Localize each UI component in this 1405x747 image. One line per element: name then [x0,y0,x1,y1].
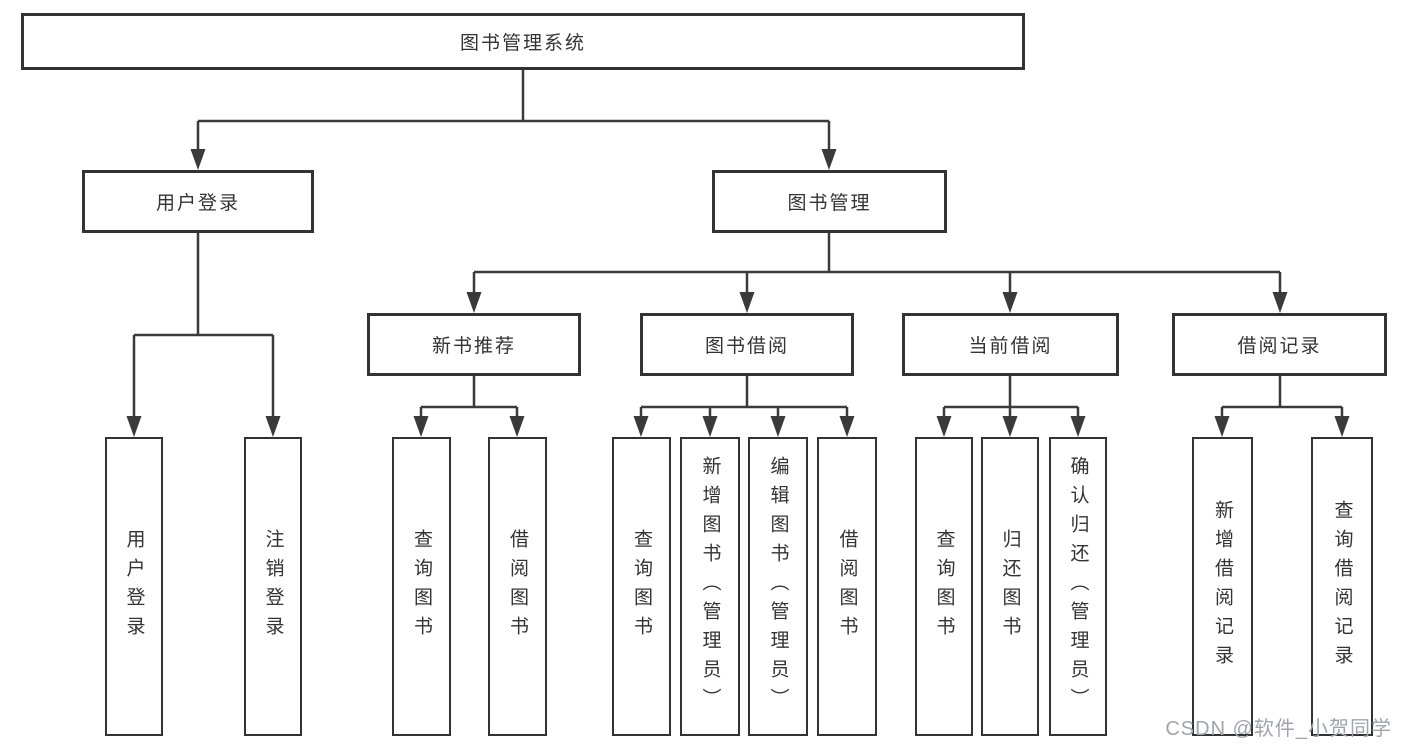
node-leaf-return-books: 归还图书 [981,437,1039,736]
node-label: 借阅图书 [507,528,528,645]
node-label: 借阅图书 [836,528,858,645]
node-leaf-edit-book-admin: 编辑图书（管理员） [748,437,808,736]
node-label: 图书借阅 [704,336,789,357]
node-label: 编辑图书（管理员） [767,456,789,717]
node-label: 归还图书 [999,528,1021,645]
node-label: 查询图书 [411,528,432,645]
node-borrowing-records: 借阅记录 [1172,313,1387,376]
node-user-login: 用户登录 [82,170,314,233]
node-current-borrowing: 当前借阅 [902,313,1119,376]
node-leaf-query-borrow-record: 查询借阅记录 [1311,437,1373,736]
node-leaf-query-books-3: 查询图书 [915,437,973,736]
node-label: 用户登录 [155,193,240,214]
node-label: 新书推荐 [431,336,516,357]
node-leaf-add-book-admin: 新增图书（管理员） [680,437,740,736]
node-library-system: 图书管理系统 [21,13,1025,70]
node-label: 图书管理系统 [459,33,586,54]
node-label: 查询图书 [631,528,652,645]
node-label: 借阅记录 [1237,336,1322,357]
node-book-borrowing: 图书借阅 [640,313,854,376]
node-leaf-confirm-return-admin: 确认归还（管理员） [1049,437,1107,736]
csdn-watermark: CSDN @软件_小贺同学 [1165,718,1392,740]
node-leaf-add-borrow-record: 新增借阅记录 [1192,437,1253,736]
node-book-management: 图书管理 [712,170,947,233]
node-leaf-user-login: 用户登录 [105,437,163,736]
node-label: 新增借阅记录 [1212,499,1233,674]
node-label: 新增图书（管理员） [699,456,721,717]
node-leaf-borrow-books-1: 借阅图书 [488,437,547,736]
node-label: 用户登录 [123,528,145,645]
node-new-book-recommend: 新书推荐 [367,313,581,376]
node-leaf-logout: 注销登录 [244,437,302,736]
node-label: 查询图书 [933,528,955,645]
node-label: 注销登录 [262,528,284,645]
node-leaf-query-books-2: 查询图书 [612,437,671,736]
node-label: 图书管理 [787,193,872,214]
node-label: 当前借阅 [968,336,1053,357]
node-label: 查询借阅记录 [1331,499,1353,674]
node-leaf-query-books-1: 查询图书 [392,437,451,736]
node-label: 确认归还（管理员） [1067,456,1089,717]
node-leaf-borrow-books-2: 借阅图书 [817,437,877,736]
